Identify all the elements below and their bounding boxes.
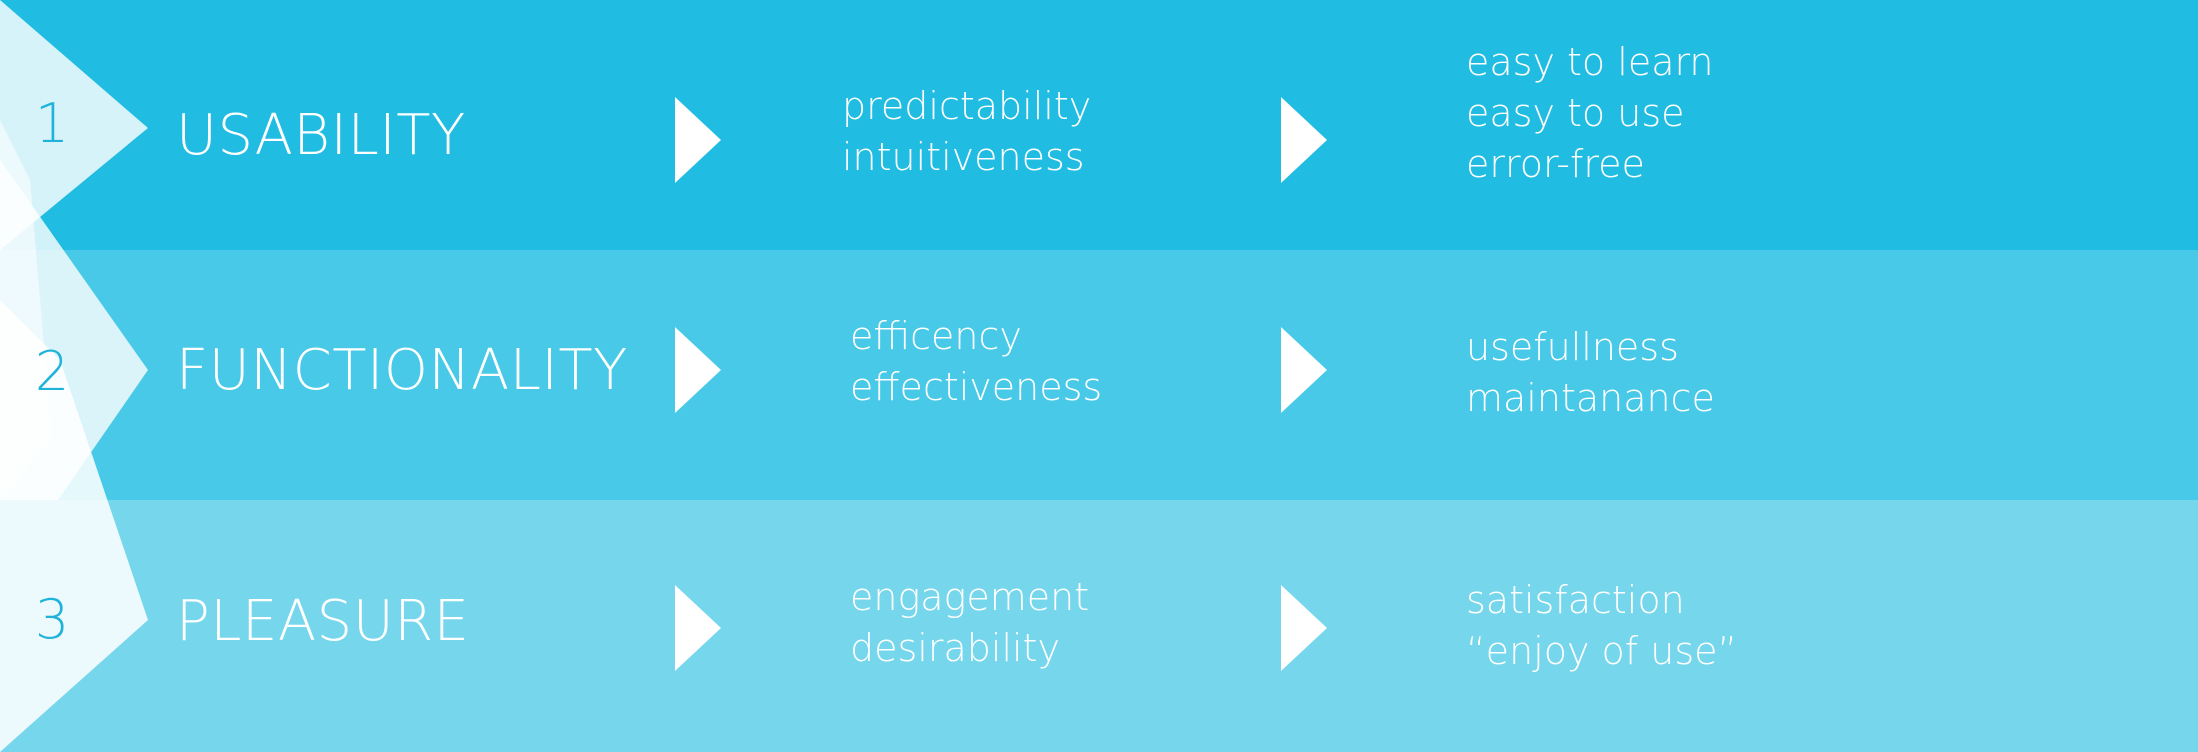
row-2-attribute: efficency (850, 314, 1022, 358)
row-1-title: USABILITY (176, 103, 466, 168)
left-chevron-decoration (0, 0, 148, 752)
row-1-attribute: predictability (842, 84, 1092, 128)
row-band-functionality (0, 250, 2198, 500)
row-3-outcomes: satisfaction “enjoy of use” (1466, 575, 1737, 677)
row-3-attribute: engagement (850, 575, 1090, 619)
row-2-outcome: usefullness (1466, 325, 1679, 369)
row-3-attributes: engagement desirability (850, 572, 1089, 674)
row-1-arrow-2-icon (1281, 97, 1327, 183)
chevron-overlap-shape (0, 120, 52, 500)
row-1-attributes: predictability intuitiveness (842, 81, 1091, 183)
row-1-outcomes: easy to learn easy to use error-free (1466, 37, 1714, 190)
row-3-outcome: “enjoy of use” (1466, 629, 1738, 673)
row-2-arrow-2-icon (1281, 327, 1327, 413)
row-3-arrow-2-icon (1281, 585, 1327, 671)
row-3-title: PLEASURE (176, 589, 470, 654)
row-1-arrow-1-icon (675, 97, 721, 183)
row-band-usability (0, 0, 2198, 250)
chevron-1-shape (0, 0, 148, 250)
row-2-number: 2 (34, 340, 70, 403)
row-2-arrow-1-icon (675, 327, 721, 413)
row-1-outcome: easy to learn (1466, 40, 1714, 84)
row-1-number: 1 (34, 92, 70, 155)
row-band-pleasure (0, 500, 2198, 752)
row-3-number: 3 (34, 588, 70, 651)
row-3-outcome: satisfaction (1466, 578, 1685, 622)
row-2-attribute: effectiveness (850, 365, 1103, 409)
row-3-arrow-1-icon (675, 585, 721, 671)
row-2-outcomes: usefullness maintanance (1466, 322, 1715, 424)
row-2-outcome: maintanance (1466, 376, 1715, 420)
row-1-attribute: intuitiveness (842, 135, 1085, 179)
row-1-outcome: easy to use (1466, 91, 1685, 135)
row-3-attribute: desirability (850, 626, 1060, 670)
row-1-outcome: error-free (1466, 142, 1645, 186)
row-2-attributes: efficency effectiveness (850, 311, 1102, 413)
row-2-title: FUNCTIONALITY (176, 338, 628, 403)
